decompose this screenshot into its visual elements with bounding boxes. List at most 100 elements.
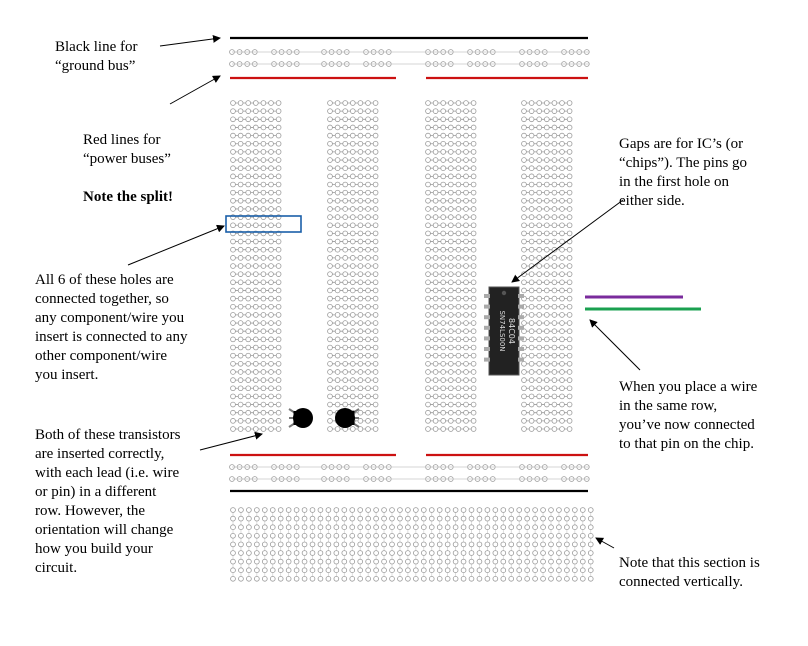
hole <box>317 575 324 582</box>
hole <box>551 189 558 196</box>
hole <box>372 157 379 163</box>
hole <box>327 173 333 180</box>
hole <box>559 246 565 253</box>
arrow-wire-row <box>589 319 641 371</box>
hole <box>237 401 244 408</box>
hole <box>455 222 462 229</box>
hole <box>551 108 558 114</box>
hole <box>484 567 491 573</box>
hole <box>293 575 300 582</box>
hole <box>365 214 371 220</box>
hole <box>566 377 573 383</box>
hole <box>440 100 447 106</box>
hole <box>238 541 244 548</box>
hole <box>230 393 236 400</box>
hole <box>587 532 594 539</box>
hole <box>432 336 439 343</box>
hole <box>470 116 477 123</box>
hole <box>349 567 356 573</box>
hole <box>551 214 558 220</box>
hole <box>551 198 558 204</box>
chip-pin <box>518 336 524 341</box>
hole <box>237 279 244 286</box>
hole <box>428 550 435 556</box>
hole <box>237 352 244 359</box>
hole <box>432 377 439 383</box>
hole <box>246 567 252 573</box>
hole <box>432 287 439 294</box>
hole <box>447 287 454 294</box>
hole <box>432 418 439 424</box>
hole <box>237 206 244 212</box>
hole <box>425 255 431 261</box>
hole <box>528 230 535 237</box>
hole <box>559 401 565 408</box>
hole <box>277 575 284 582</box>
hole <box>528 189 535 196</box>
hole <box>455 214 462 220</box>
hole <box>463 149 469 155</box>
hole <box>245 336 252 343</box>
hole <box>460 532 467 539</box>
hole <box>559 238 565 245</box>
hole <box>327 116 333 123</box>
hole <box>327 206 333 212</box>
hole <box>413 532 419 539</box>
hole <box>455 303 462 310</box>
hole <box>521 189 527 196</box>
hole <box>245 385 252 392</box>
hole <box>447 377 454 383</box>
hole <box>440 409 447 416</box>
hole <box>253 312 259 318</box>
hole <box>325 524 332 530</box>
hole <box>556 541 562 548</box>
hole <box>566 222 573 229</box>
hole <box>559 198 565 204</box>
hole <box>342 360 349 367</box>
hole <box>334 263 341 269</box>
hole <box>521 181 527 188</box>
hole <box>253 198 259 204</box>
hole <box>349 238 356 245</box>
hole <box>559 181 565 188</box>
hole <box>372 140 379 147</box>
hole <box>260 108 267 114</box>
hole <box>327 279 333 286</box>
hole <box>516 541 522 548</box>
hole <box>237 157 244 163</box>
hole <box>551 255 558 261</box>
hole <box>521 418 527 424</box>
hole <box>334 100 341 106</box>
hole <box>237 271 244 277</box>
hole <box>440 238 447 245</box>
hole <box>357 230 364 237</box>
hole <box>455 165 462 172</box>
hole <box>237 426 244 432</box>
hole <box>543 100 550 106</box>
hole <box>447 173 454 180</box>
hole <box>260 303 267 310</box>
hole <box>268 238 274 245</box>
hole <box>293 515 300 522</box>
hole <box>559 116 565 123</box>
hole <box>447 279 454 286</box>
hole <box>432 328 439 335</box>
hole <box>470 255 477 261</box>
hole <box>470 295 477 302</box>
chip-pin <box>518 315 524 320</box>
hole <box>349 507 356 513</box>
hole <box>572 575 578 582</box>
hole <box>521 100 527 106</box>
hole <box>357 369 364 375</box>
hole <box>397 532 403 539</box>
hole <box>334 157 341 163</box>
hole <box>334 173 341 180</box>
hole <box>268 263 274 269</box>
hole <box>444 558 451 565</box>
hole <box>260 401 267 408</box>
hole <box>277 541 284 548</box>
hole <box>476 550 483 556</box>
hole <box>440 140 447 147</box>
hole <box>341 524 348 530</box>
hole <box>524 507 530 513</box>
